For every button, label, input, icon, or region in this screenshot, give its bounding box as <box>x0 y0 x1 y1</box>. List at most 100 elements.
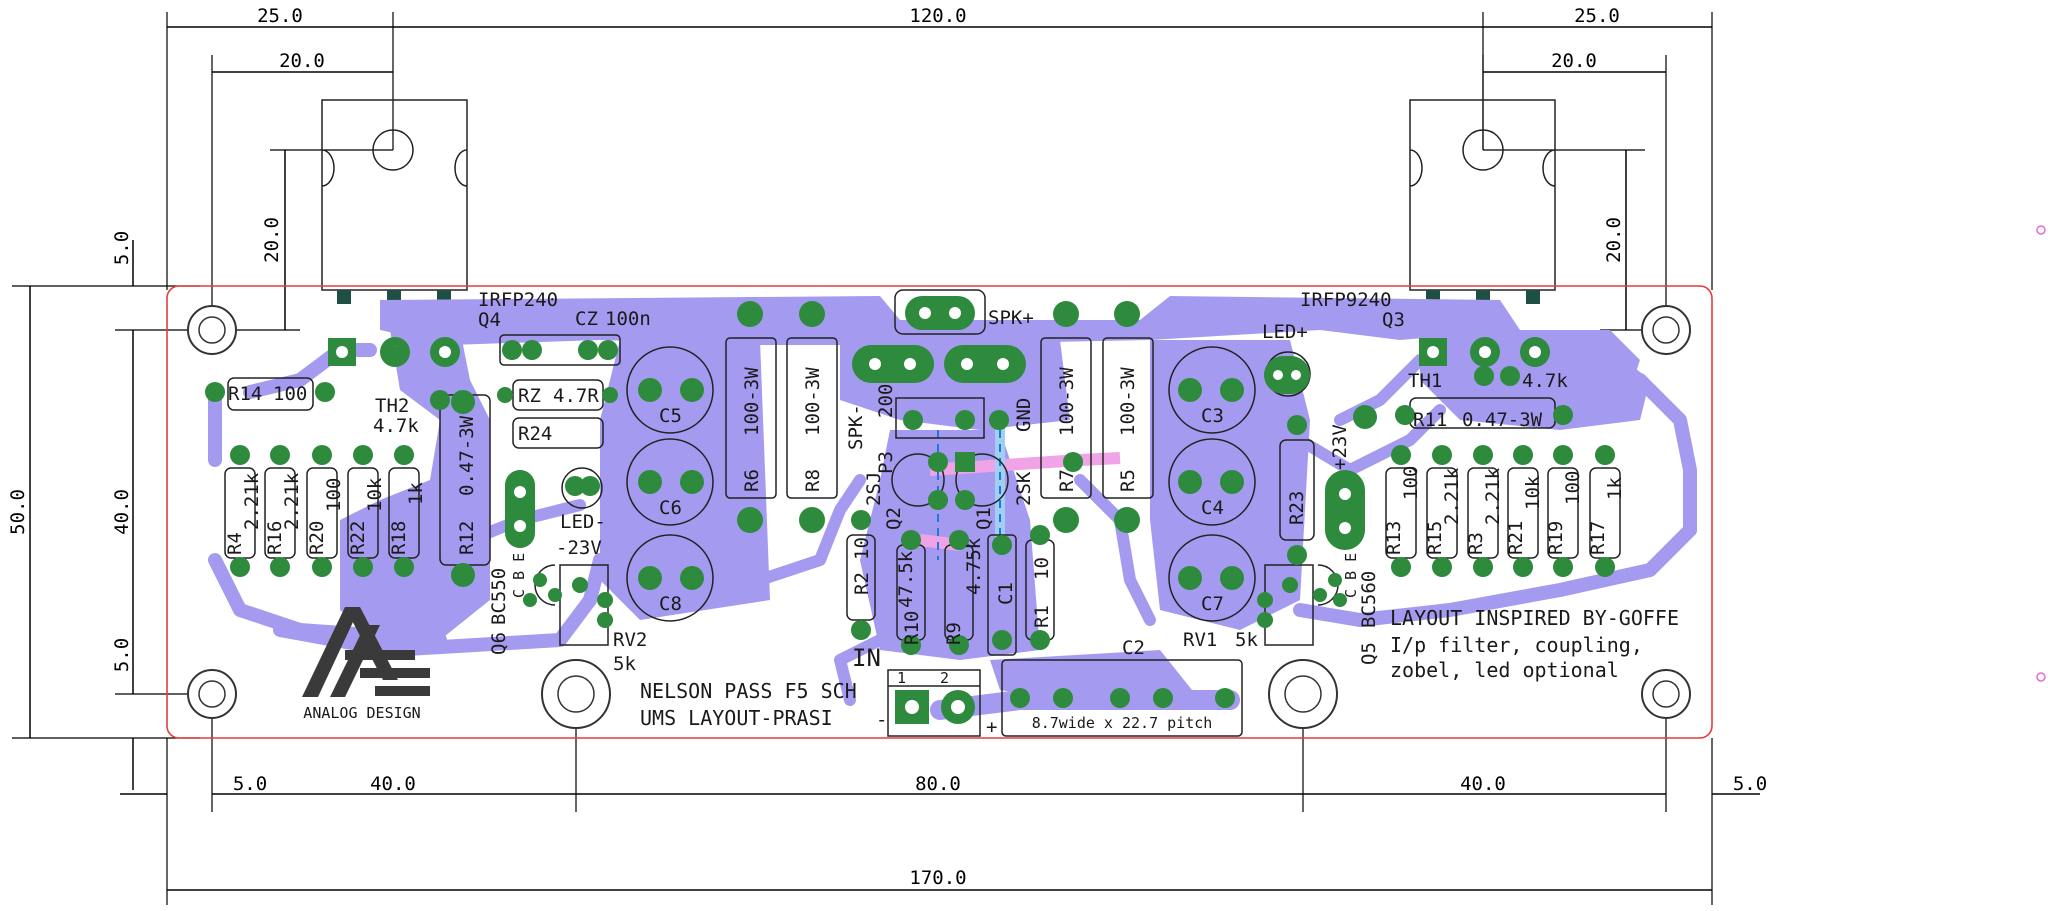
label-c7: C7 <box>1201 593 1224 615</box>
dim-right-heatsink: 20.0 <box>1551 50 1597 72</box>
mounting-holes <box>187 305 1691 729</box>
label-rv1: RV1 <box>1183 629 1217 651</box>
dim-bot-total: 170.0 <box>909 867 966 889</box>
label-q5: Q5 <box>1358 642 1380 665</box>
label-r19: R19 <box>1545 521 1567 555</box>
label-r17: R17 <box>1587 521 1609 555</box>
note-line2: I/p filter, coupling, <box>1390 633 1643 657</box>
analog-design-logo: ANALOG DESIGN <box>302 607 430 722</box>
logo-text: ANALOG DESIGN <box>303 704 420 722</box>
label-r20-val: 100 <box>323 478 345 512</box>
label-led-plus: LED+ <box>1262 321 1308 343</box>
label-r13-val: 100 <box>1400 466 1422 500</box>
label-r22: R22 <box>347 521 369 555</box>
label-r5-val: 100-3W <box>1117 367 1139 436</box>
dim-left-5a: 5.0 <box>111 231 133 265</box>
heatsink-left <box>321 99 468 304</box>
dim-bot-40b: 40.0 <box>1460 773 1506 795</box>
label-r9-val: 4.75k <box>963 537 985 595</box>
label-r12-val: 0.47-3W <box>456 415 478 496</box>
label-r22-val: 10k <box>364 477 386 512</box>
label-c2: C2 <box>1122 637 1145 659</box>
label-r23: R23 <box>1286 491 1308 525</box>
label-c8: C8 <box>659 593 682 615</box>
label-r1-val: 10 <box>1031 557 1053 580</box>
label-p3: P3 <box>875 451 897 474</box>
label-th2-val: 4.7k <box>373 415 419 437</box>
dimension-lines <box>12 12 1760 905</box>
label-rv1-val: 5k <box>1235 629 1258 651</box>
label-gnd: GND <box>1013 398 1035 432</box>
label-th1: TH1 <box>1408 370 1442 392</box>
label-q4-part: IRFP240 <box>478 289 558 311</box>
label-r12: R12 <box>456 521 478 555</box>
label-r8: R8 <box>802 469 824 492</box>
label-r14-val: 100 <box>273 383 307 405</box>
label-r8-val: 100-3W <box>802 367 824 436</box>
label-r21-val: 10k <box>1522 475 1544 510</box>
label-r6-val: 100-3W <box>741 367 763 436</box>
dim-left-heatsink: 20.0 <box>279 50 325 72</box>
label-rv2: RV2 <box>613 629 647 651</box>
dim-right-heatsink-v: 20.0 <box>1603 217 1625 263</box>
label-r19-val: 100 <box>1562 471 1584 505</box>
label-r15-val: 2.21k <box>1441 467 1463 525</box>
label-r17-val: 1k <box>1604 477 1626 500</box>
label-r7-val: 100-3W <box>1056 367 1078 436</box>
label-rv2-val: 5k <box>613 653 636 675</box>
title-line2: UMS LAYOUT-PRASI <box>640 706 833 730</box>
board-edge <box>166 285 1713 739</box>
label-r14: R14 <box>228 383 262 405</box>
label-cz: CZ <box>575 308 598 330</box>
label-rz-val: 4.7R <box>553 385 599 407</box>
label-q6-part: BC550 <box>488 568 510 625</box>
marker-bottom <box>2036 672 2046 682</box>
dim-left-heatsink-v: 20.0 <box>261 217 283 263</box>
label-conn-plus: + <box>986 716 997 738</box>
label-in: IN <box>852 644 881 672</box>
label-q6-pins: C B E <box>510 553 528 598</box>
label-plus23v: +23V <box>1329 424 1351 470</box>
label-spk-plus: SPK+ <box>988 307 1034 329</box>
label-r7: R7 <box>1056 469 1078 492</box>
label-r3: R3 <box>1465 532 1487 555</box>
label-rz: RZ <box>518 385 541 407</box>
dim-top-left: 25.0 <box>257 5 303 27</box>
label-r1: R1 <box>1031 605 1053 628</box>
label-minus23v: -23V <box>556 537 602 559</box>
label-c5: C5 <box>659 405 682 427</box>
pads <box>205 296 1615 724</box>
title-line1: NELSON PASS F5 SCH <box>640 679 857 703</box>
label-conn-pin1: 1 <box>897 669 906 687</box>
label-conn-pin2: 2 <box>940 669 949 687</box>
label-r2-val: 10 <box>851 537 873 560</box>
dim-top-mid: 120.0 <box>909 5 966 27</box>
label-c3: C3 <box>1201 405 1224 427</box>
dim-left-50: 50.0 <box>7 489 29 535</box>
dim-bot-5b: 5.0 <box>1733 773 1767 795</box>
label-c2-note: 8.7wide x 22.7 pitch <box>1032 714 1213 732</box>
silkscreen-labels: IRFP240 Q4 CZ 100n IRFP9240 Q3 SPK+ SPK-… <box>224 289 1679 738</box>
label-c6: C6 <box>659 497 682 519</box>
label-r2: R2 <box>851 572 873 595</box>
label-r24: R24 <box>518 423 552 445</box>
label-p3-val: 200 <box>875 384 897 418</box>
label-r20: R20 <box>306 521 328 555</box>
label-th1-val: 4.7k <box>1522 370 1568 392</box>
label-q1: Q1 <box>973 507 995 530</box>
label-q3: Q3 <box>1382 309 1405 331</box>
label-q1-val: 2SK <box>1013 471 1035 506</box>
label-cz-val: 100n <box>605 308 651 330</box>
label-r16: R16 <box>264 521 286 555</box>
label-spk-minus: SPK- <box>845 404 867 450</box>
label-r13: R13 <box>1383 521 1405 555</box>
label-q2-val: 2SJ <box>863 472 885 506</box>
label-r15: R15 <box>1424 521 1446 555</box>
label-c1: C1 <box>995 582 1017 605</box>
label-led-minus: LED- <box>560 511 606 533</box>
label-c4: C4 <box>1201 497 1224 519</box>
note-line3: zobel, led optional <box>1390 658 1619 682</box>
label-q3-part: IRFP9240 <box>1300 289 1392 311</box>
dim-bot-80: 80.0 <box>915 773 961 795</box>
